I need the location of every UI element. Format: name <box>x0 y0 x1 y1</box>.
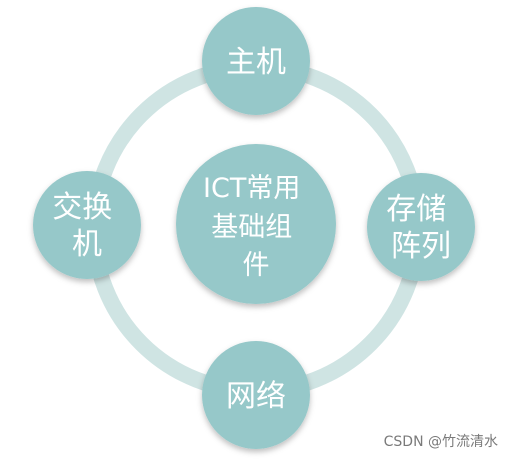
watermark: CSDN @竹流清水 <box>383 434 498 450</box>
node-right-line-1: 存储 <box>386 192 446 227</box>
node-right-label: 存储 阵列 <box>386 192 456 264</box>
node-bottom: 网络 <box>202 341 310 449</box>
node-left-line-2: 机 <box>72 227 102 262</box>
node-right-circle <box>367 173 475 281</box>
node-left-circle <box>33 171 141 279</box>
center-line-3: 件 <box>243 250 270 281</box>
center-line-2: 基础组 <box>211 212 292 243</box>
node-top-line-1: 主机 <box>226 45 286 80</box>
node-bottom-line-1: 网络 <box>226 379 286 414</box>
node-right: 存储 阵列 <box>367 173 475 281</box>
node-left-line-1: 交换 <box>52 190 112 225</box>
node-left-label: 交换 机 <box>52 190 122 262</box>
node-top: 主机 <box>202 7 310 115</box>
node-right-line-2: 阵列 <box>391 229 451 264</box>
center-node: ICT常用 基础组 件 <box>176 144 336 304</box>
node-bottom-circle <box>202 341 310 449</box>
center-node-circle <box>176 144 336 304</box>
node-top-label: 主机 <box>226 45 286 80</box>
center-line-1: ICT常用 <box>203 173 300 204</box>
center-node-label: ICT常用 基础组 件 <box>203 173 309 281</box>
node-top-circle <box>202 7 310 115</box>
node-bottom-label: 网络 <box>226 379 286 414</box>
node-left: 交换 机 <box>33 171 141 279</box>
